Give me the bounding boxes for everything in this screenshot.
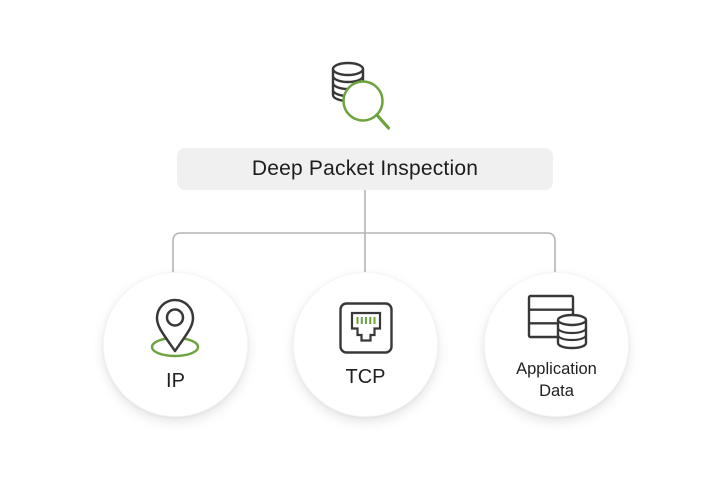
server-database-icon	[527, 295, 587, 350]
node-ip: IP	[103, 272, 248, 417]
magnifier-lens	[342, 80, 384, 122]
connector-branches	[172, 232, 556, 273]
node-tcp-label: TCP	[345, 365, 386, 388]
node-ip-label: IP	[166, 369, 185, 392]
root-node-label: Deep Packet Inspection	[251, 157, 479, 180]
node-application-data-label: Application Data	[516, 359, 597, 401]
node-application-data: Application Data	[484, 272, 629, 417]
ethernet-port-icon	[338, 301, 393, 354]
root-node-deep-packet-inspection: Deep Packet Inspection	[177, 148, 553, 190]
database-magnifier-icon	[331, 61, 391, 130]
location-pin-icon	[150, 298, 199, 357]
node-application-data-label-line1: Application	[516, 360, 597, 379]
node-application-data-label-line2: Data	[539, 381, 574, 400]
magnifier-handle	[375, 113, 391, 130]
node-tcp: TCP	[293, 272, 438, 417]
